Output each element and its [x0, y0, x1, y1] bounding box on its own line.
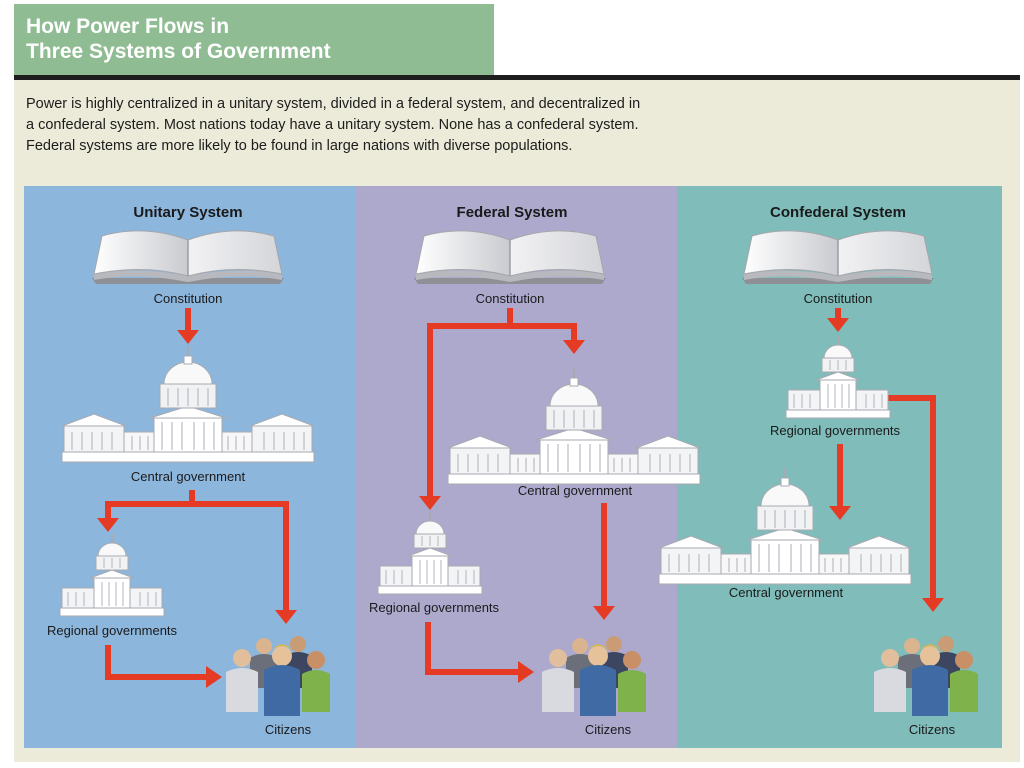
- federal-title: Federal System: [457, 204, 568, 221]
- unitary-arrow-regional-to-citizens: [105, 645, 222, 688]
- federal-arrow-constitution-to-regional: [419, 323, 510, 510]
- federal-book-icon: [413, 230, 607, 285]
- confederal-constitution-label: Constitution: [804, 291, 873, 306]
- federal-arrow-constitution-to-central: [507, 308, 585, 354]
- federal-citizens-group-icon: [542, 636, 646, 716]
- federal-arrow-central-to-citizens: [593, 503, 615, 620]
- federal-citizens-label: Citizens: [585, 722, 632, 737]
- unitary-regional-label: Regional governments: [47, 623, 178, 638]
- confederal-title: Confederal System: [770, 204, 906, 221]
- unitary-state-capitol-icon: [59, 533, 165, 617]
- intro-line-2: a confederal system. Most nations today …: [26, 117, 639, 133]
- confederal-citizens-group-icon: [874, 636, 978, 716]
- confederal-central-label: Central government: [729, 585, 844, 600]
- confederal-citizens-label: Citizens: [909, 722, 956, 737]
- federal-capitol-building-icon: [447, 367, 701, 485]
- unitary-citizens-label: Citizens: [265, 722, 312, 737]
- unitary-arrow-central-to-citizens: [192, 501, 297, 624]
- federal-arrows: [419, 308, 615, 683]
- confederal-book-icon: [741, 230, 935, 285]
- confederal-arrow-regional-to-central: [829, 444, 851, 520]
- unitary-arrow-constitution-to-central: [177, 308, 199, 344]
- unitary-constitution-label: Constitution: [154, 291, 223, 306]
- confederal-capitol-building-icon: [658, 467, 912, 585]
- title-line-2: Three Systems of Government: [26, 40, 331, 63]
- title-line-1: How Power Flows in: [26, 15, 230, 38]
- unitary-capitol-building-icon: [61, 345, 315, 463]
- intro-line-1: Power is highly centralized in a unitary…: [26, 96, 641, 112]
- unitary-arrow-central-to-regional: [97, 490, 195, 532]
- federal-regional-label: Regional governments: [369, 600, 500, 615]
- confederal-arrow-constitution-to-regional: [827, 308, 849, 332]
- title-box: How Power Flows in Three Systems of Gove…: [14, 4, 494, 76]
- unitary-citizens-group-icon: [226, 636, 330, 716]
- intro-line-3: Federal systems are more likely to be fo…: [26, 138, 573, 154]
- unitary-arrows: [97, 308, 297, 688]
- unitary-book-icon: [91, 230, 285, 285]
- unitary-central-label: Central government: [131, 469, 246, 484]
- federal-central-label: Central government: [518, 483, 633, 498]
- confederal-arrow-regional-to-citizens: [888, 395, 944, 612]
- unitary-title: Unitary System: [133, 204, 242, 221]
- federal-constitution-label: Constitution: [476, 291, 545, 306]
- intro-text: Power is highly centralized in a unitary…: [26, 94, 766, 157]
- federal-arrow-regional-to-citizens: [425, 622, 534, 683]
- confederal-state-capitol-icon: [785, 335, 891, 419]
- confederal-arrows: [827, 308, 944, 612]
- confederal-regional-label: Regional governments: [770, 423, 901, 438]
- federal-state-capitol-icon: [377, 511, 483, 595]
- title-rule: [14, 75, 1020, 80]
